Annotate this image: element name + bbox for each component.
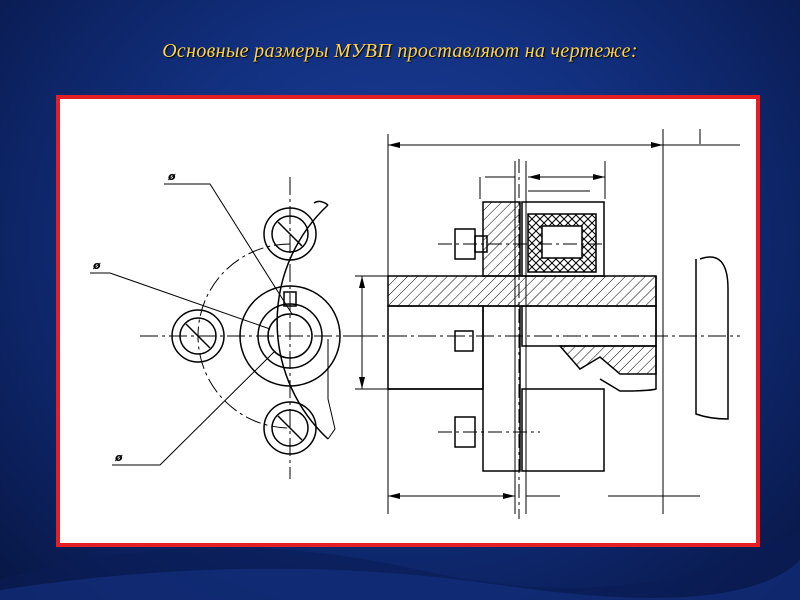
flange-front-view <box>140 177 360 479</box>
diameter-mark-3: ø <box>114 451 123 464</box>
coupling-drawing: ø ø ø <box>90 129 740 519</box>
dimension-lines <box>355 129 740 514</box>
diameter-mark-2: ø <box>92 259 101 272</box>
diameter-leaders <box>90 183 293 466</box>
diameter-mark-1: ø <box>167 170 176 183</box>
drawing-frame: ø ø ø <box>56 95 760 547</box>
dimension-arrows <box>359 142 663 499</box>
slide-title: Основные размеры МУВП проставляют на чер… <box>162 40 638 62</box>
coupling-section-view <box>360 159 740 519</box>
